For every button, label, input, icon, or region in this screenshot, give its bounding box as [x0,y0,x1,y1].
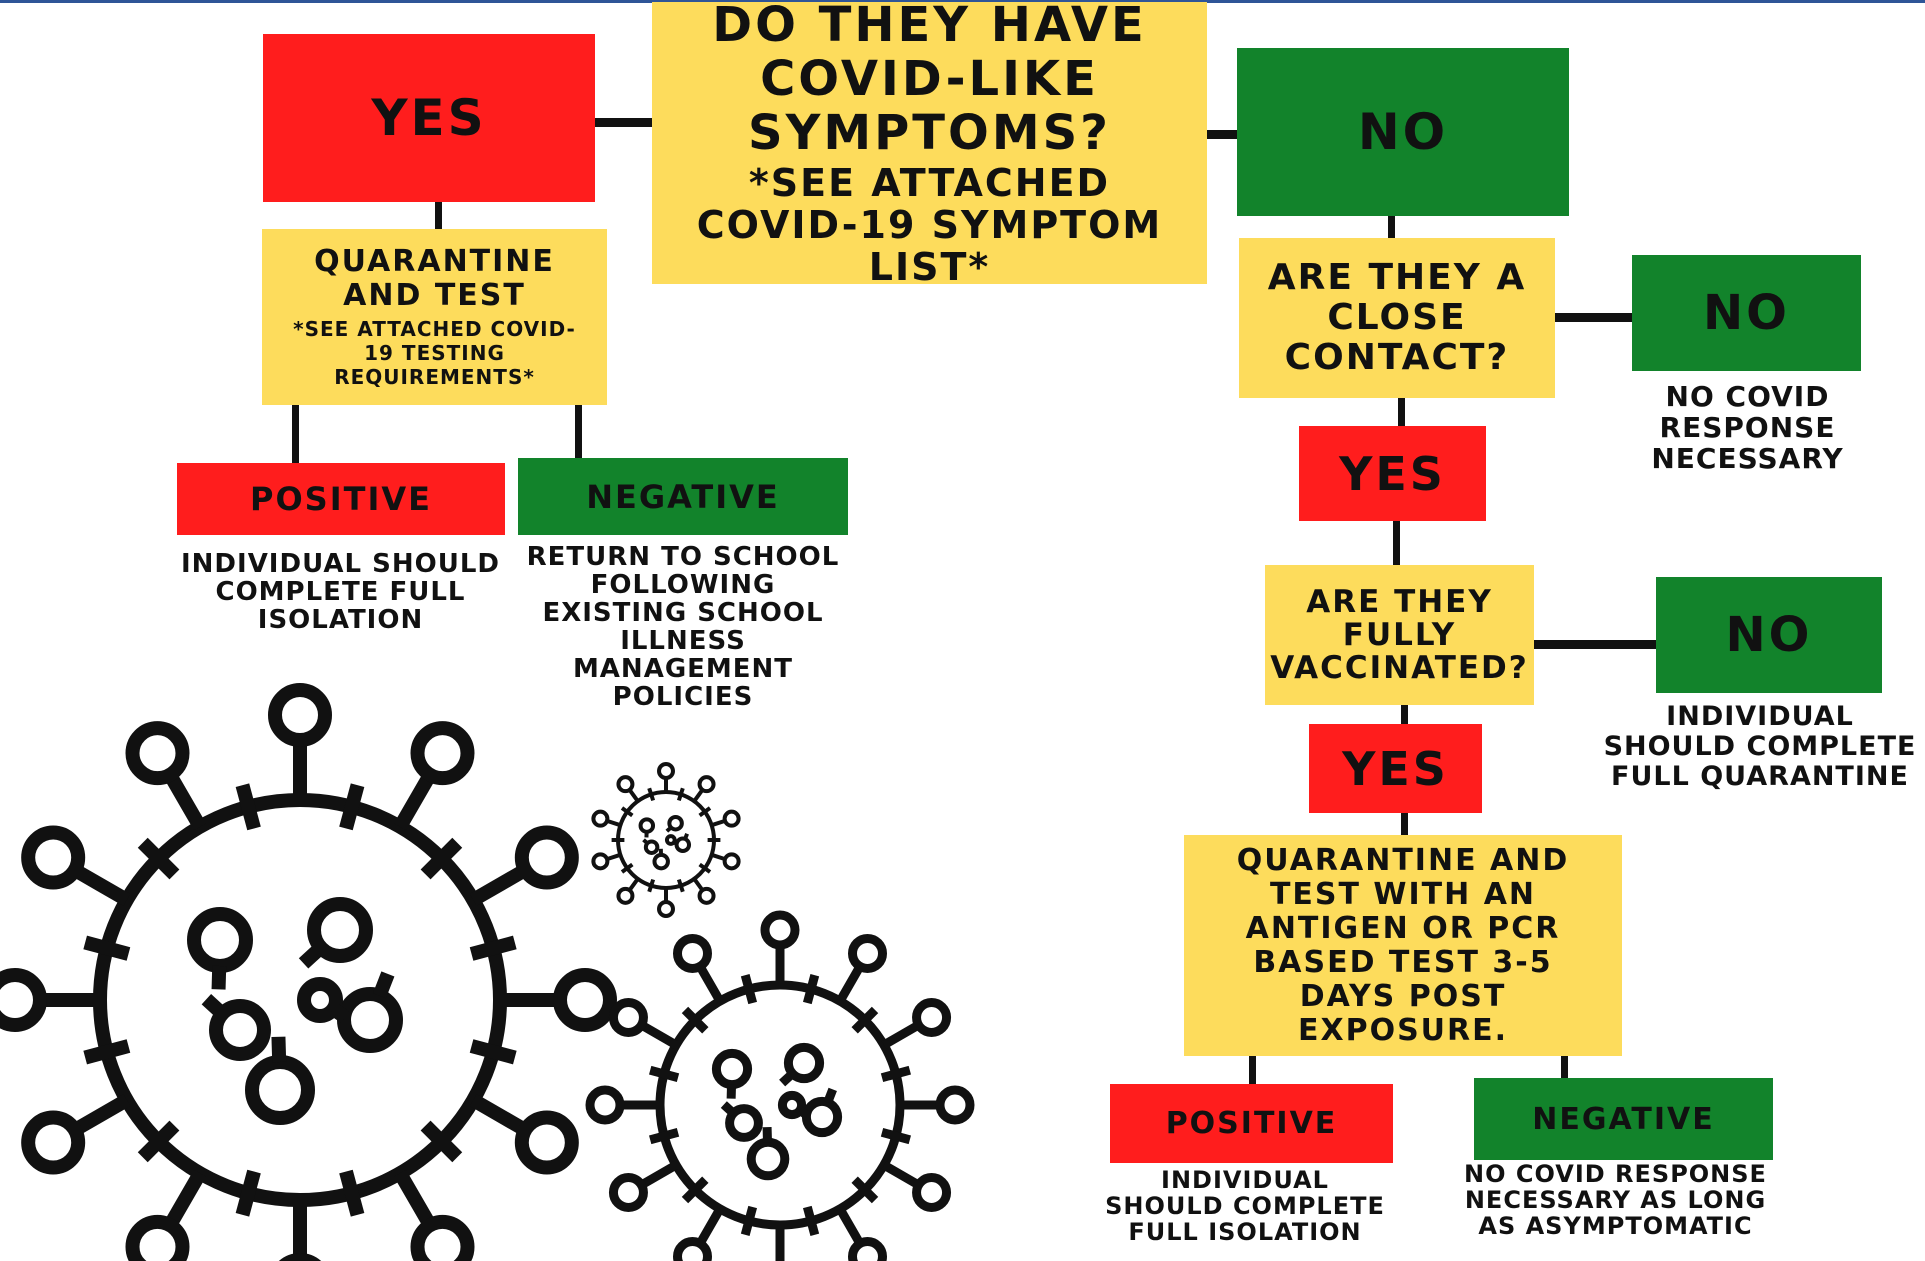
connector [1534,640,1656,649]
close-contact-box: ARE THEY A CLOSE CONTACT? [1239,238,1555,398]
positive-label: POSITIVE [250,480,432,518]
no-response-instruction: NO COVID RESPONSE NECESSARY [1651,380,1844,475]
not-vaccinated-label: NO [1725,607,1813,663]
connector [1205,130,1240,139]
symptom-list-note: *SEE ATTACHED COVID-19 SYMPTOM LIST* [696,161,1163,289]
antigen-negative-label: NEGATIVE [1532,1101,1715,1137]
virus-icon-small [591,762,741,918]
connector [1388,216,1395,238]
vaccinated-yes-box: YES [1309,724,1482,813]
close-contact-question: ARE THEY A CLOSE CONTACT? [1267,257,1527,378]
symptoms-question-box: DO THEY HAVE COVID-LIKE SYMPTOMS? *SEE A… [652,0,1207,288]
quarantine-test-title: QUARANTINE AND TEST [314,244,555,313]
connector [1393,521,1400,565]
antigen-positive-label: POSITIVE [1165,1106,1338,1141]
antigen-test-instruction: QUARANTINE AND TEST WITH AN ANTIGEN OR P… [1236,842,1570,1048]
vaccinated-box: ARE THEY FULLY VACCINATED? [1265,565,1534,705]
antigen-positive-instruction: INDIVIDUAL SHOULD COMPLETE FULL ISOLATIO… [1105,1166,1385,1246]
connector [1249,1056,1256,1084]
close-contact-yes-label: YES [1339,446,1446,501]
quarantine-test-box: QUARANTINE AND TEST *SEE ATTACHED COVID-… [262,229,607,405]
connector [1401,704,1408,724]
virus-icon-medium [585,910,975,1261]
testing-requirements-note: *SEE ATTACHED COVID-19 TESTING REQUIREME… [293,317,576,389]
full-quarantine-instruction: INDIVIDUAL SHOULD COMPLETE FULL QUARANTI… [1603,701,1917,792]
antigen-negative-box: NEGATIVE [1474,1078,1773,1160]
connector [575,404,582,460]
connector [1398,398,1405,426]
negative-instruction: RETURN TO SCHOOL FOLLOWING EXISTING SCHO… [526,542,840,712]
yes-symptoms-box: YES [263,34,595,202]
connector [1561,1056,1568,1078]
not-close-contact-box: NO [1632,255,1861,371]
no-symptoms-box: NO [1237,48,1569,216]
vaccinated-yes-label: YES [1342,741,1449,796]
no-label: NO [1357,103,1449,161]
not-vaccinated-box: NO [1656,577,1882,693]
connector [1554,313,1632,322]
negative-label: NEGATIVE [586,477,780,516]
connector [590,118,655,127]
virus-icon-large [0,683,617,1261]
connector [435,202,442,230]
yes-label: YES [371,89,487,147]
antigen-test-box: QUARANTINE AND TEST WITH AN ANTIGEN OR P… [1184,835,1622,1056]
antigen-negative-instruction: NO COVID RESPONSE NECESSARY AS LONG AS A… [1464,1160,1767,1240]
symptoms-question: DO THEY HAVE COVID-LIKE SYMPTOMS? [712,0,1147,161]
top-border [0,0,1925,3]
no-close-contact-label: NO [1703,285,1790,341]
negative-result-box: NEGATIVE [518,458,848,535]
positive-result-box: POSITIVE [177,463,505,535]
antigen-positive-box: POSITIVE [1110,1084,1393,1163]
close-contact-yes-box: YES [1299,426,1486,521]
connector [292,404,299,464]
vaccinated-question: ARE THEY FULLY VACCINATED? [1270,583,1529,686]
connector [1401,813,1408,835]
positive-instruction: INDIVIDUAL SHOULD COMPLETE FULL ISOLATIO… [181,549,500,635]
